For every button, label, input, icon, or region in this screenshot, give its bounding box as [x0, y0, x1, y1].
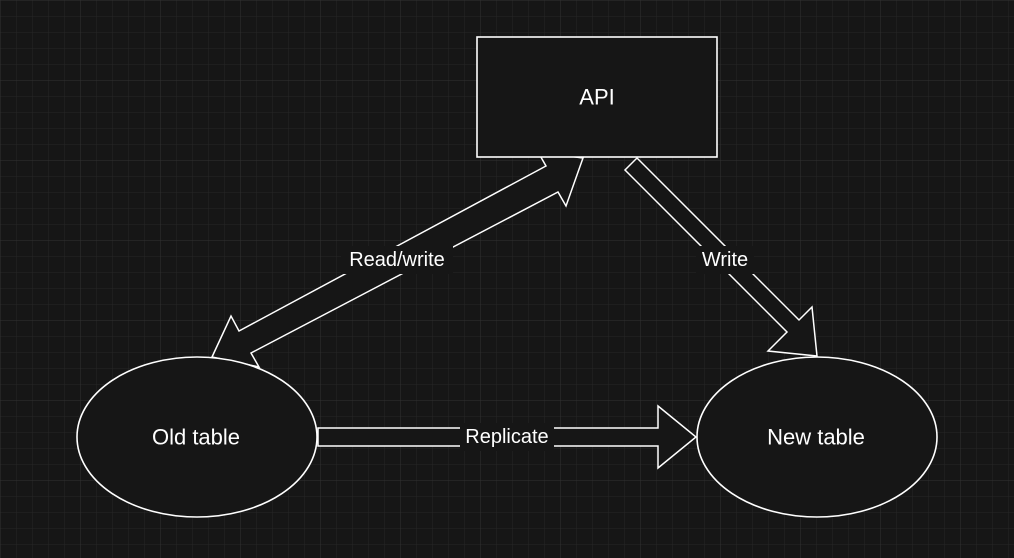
write-label-bg — [696, 246, 754, 274]
api-box — [476, 36, 718, 158]
replicate-label-bg — [460, 423, 554, 451]
api-label: API — [579, 85, 614, 110]
write-arrow[interactable]: Write — [623, 156, 818, 357]
new-table-label: New table — [767, 425, 865, 450]
new-table-node[interactable]: New table — [696, 356, 938, 518]
write-label: Write — [702, 249, 748, 271]
api-node[interactable]: API — [476, 36, 718, 158]
read-write-label-bg — [341, 246, 453, 274]
old-table-ellipse — [76, 356, 318, 518]
read-write-label: Read/write — [349, 249, 445, 271]
new-table-ellipse — [696, 356, 938, 518]
replicate-label: Replicate — [465, 426, 548, 448]
read-write-arrow[interactable]: Read/write — [210, 151, 585, 369]
replicate-arrow[interactable]: Replicate — [317, 404, 698, 470]
old-table-node[interactable]: Old table — [76, 356, 318, 518]
old-table-label: Old table — [152, 425, 240, 450]
